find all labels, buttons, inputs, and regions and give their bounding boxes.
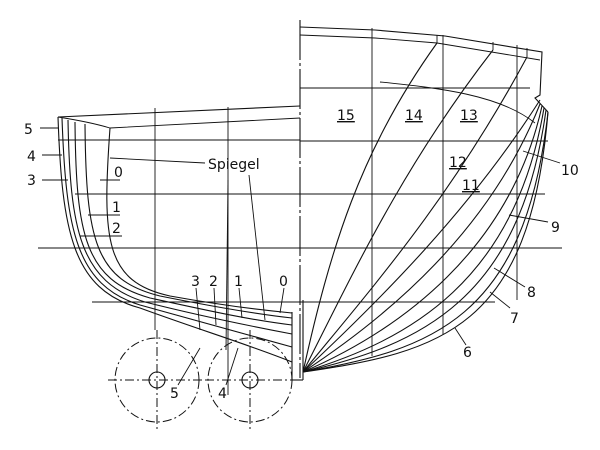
label-spiegel: Spiegel: [208, 157, 260, 173]
label-station-15: 15: [337, 108, 355, 124]
label-aft-station-2: 2: [112, 221, 121, 237]
wheel-fore: [205, 330, 300, 430]
label-station-13: 13: [460, 108, 478, 124]
label-bottom-0: 0: [279, 274, 288, 290]
label-station-9: 9: [551, 220, 560, 236]
label-aft-station-4: 4: [27, 149, 36, 165]
leader-lines: [40, 127, 561, 386]
label-aft-station-5: 5: [24, 122, 33, 138]
label-station-6: 6: [463, 345, 472, 361]
label-station-8: 8: [527, 285, 536, 301]
wheel-aft: [108, 330, 210, 430]
label-bottom-1: 1: [234, 274, 243, 290]
label-aft-station-3: 3: [27, 173, 36, 189]
fore-sheer-line: [299, 26, 549, 113]
label-station-14: 14: [405, 108, 423, 124]
label-aft-station-0: 0: [114, 165, 123, 181]
aft-station-lines: [57, 116, 293, 363]
label-keel-4: 4: [218, 386, 227, 402]
label-station-12: 12: [449, 155, 467, 171]
label-bottom-2: 2: [209, 274, 218, 290]
label-station-11: 11: [462, 178, 480, 194]
label-station-10: 10: [561, 163, 579, 179]
label-aft-station-1: 1: [112, 200, 121, 216]
label-station-7: 7: [510, 311, 519, 327]
aft-sheer-line: [57, 105, 301, 118]
label-keel-5: 5: [170, 386, 179, 402]
label-bottom-3: 3: [191, 274, 200, 290]
fore-station-lines: [302, 42, 549, 373]
